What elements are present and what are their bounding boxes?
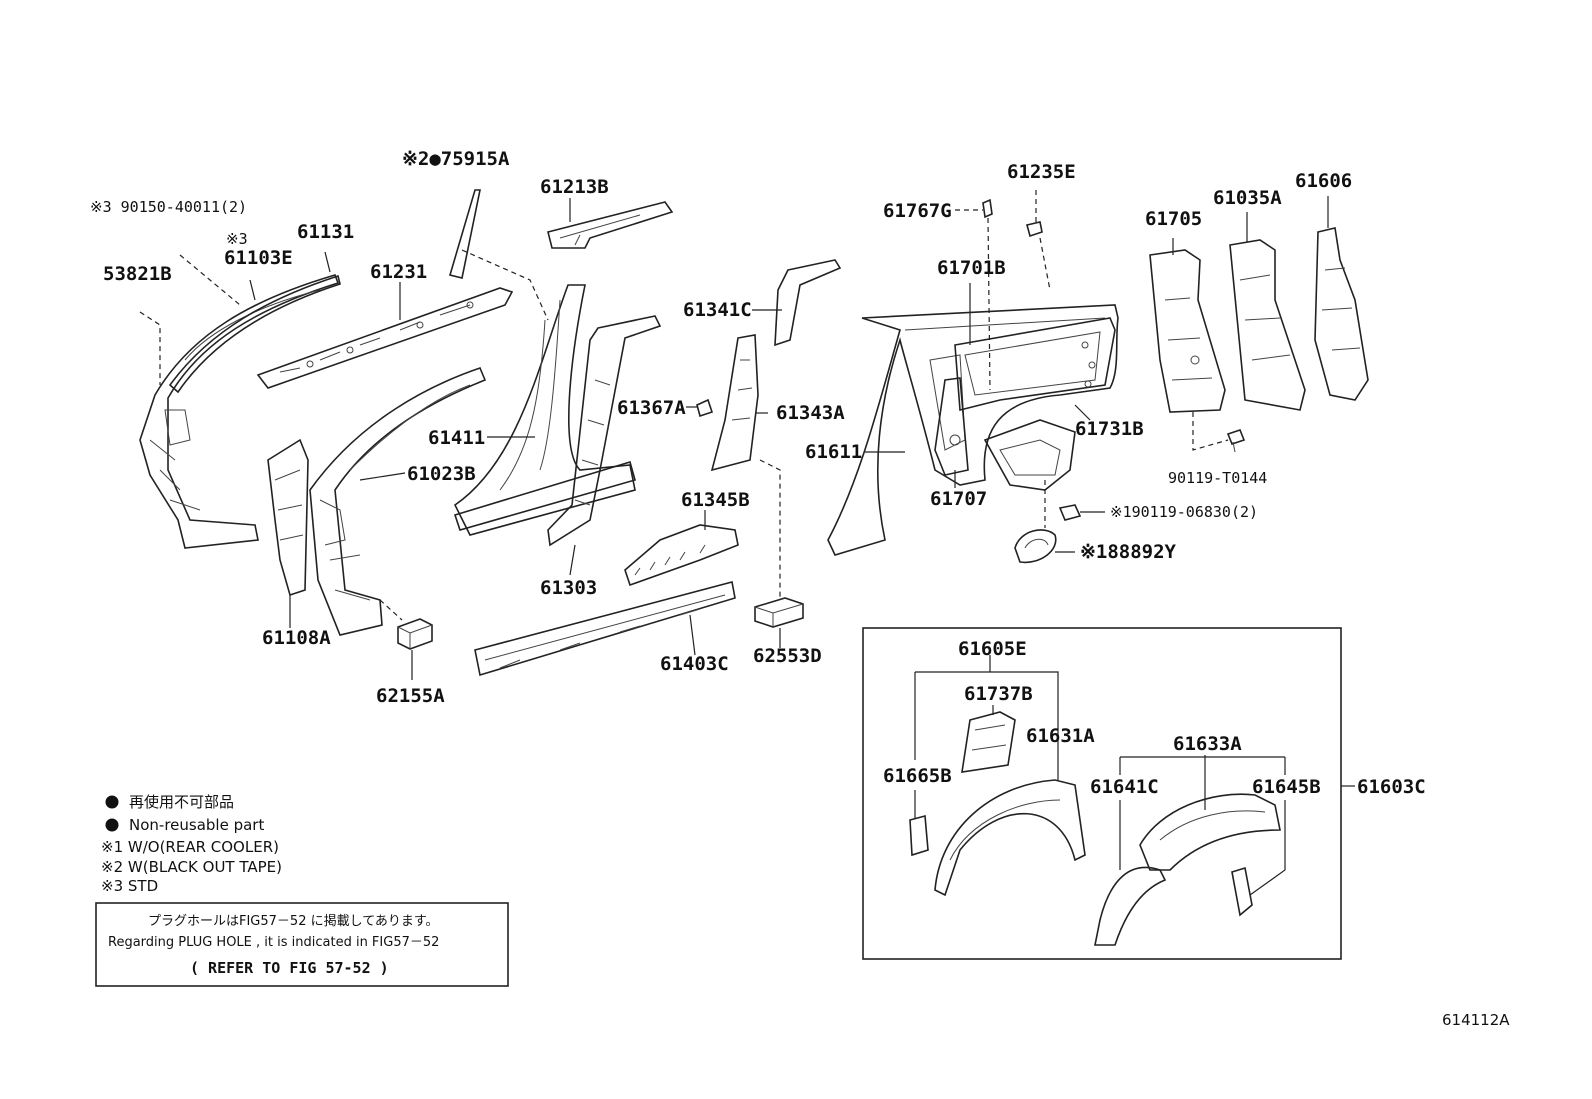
sill-upper-shape: [453, 460, 636, 531]
wheelhouse-gusset-shape: [1231, 866, 1253, 917]
label-61345b: 61345B: [681, 489, 750, 511]
label-88892y: ※188892Y: [1080, 541, 1177, 563]
front-pillar-inner-shape: [309, 367, 487, 636]
quarter-pillar-shape: [710, 334, 759, 472]
label-61737b: 61737B: [964, 683, 1033, 705]
label-61631a: 61631A: [1026, 725, 1095, 747]
label-61367a: 61367A: [617, 397, 686, 419]
inner-roof-rail-shape: [256, 287, 514, 389]
label-61303: 61303: [540, 577, 597, 599]
legend-note-1: ※1 W/O(REAR COOLER): [101, 838, 279, 856]
note-line-jp: プラグホールはFIG57－52 に掲載してあります。: [148, 913, 439, 929]
rocker-panel-shape: [474, 581, 736, 677]
label-61103e: 61103E: [224, 247, 293, 269]
back-pillar-inner-shape: [1314, 227, 1369, 401]
clip-61235e-shape: [1026, 221, 1043, 238]
black-out-tape-shape: [448, 189, 481, 279]
pillar-reinforcement-shape: [774, 259, 842, 347]
center-pillar-outer-shape: [453, 284, 636, 536]
silencer-block-shape: [397, 618, 433, 650]
label-61633a: 61633A: [1173, 733, 1242, 755]
rocker-reinforcement-shape: [624, 524, 739, 587]
wheelhouse-bracket-shape: [961, 711, 1016, 773]
roof-side-rail-shape: [168, 274, 341, 394]
label-61767g: 61767G: [883, 200, 952, 222]
legend-non-reusable-en: Non-reusable part: [129, 816, 264, 834]
note-refer: ( REFER TO FIG 57-52 ): [190, 959, 389, 977]
label-61131: 61131: [297, 221, 354, 243]
label-61701b: 61701B: [937, 257, 1006, 279]
label-61645b: 61645B: [1252, 776, 1321, 798]
label-61235e: 61235E: [1007, 161, 1076, 183]
roof-header-shape: [547, 201, 674, 249]
figure-id: 614112A: [1442, 1011, 1510, 1029]
bolt-90119-t0144-shape: [1226, 429, 1246, 453]
label-90150-40011: ※3 90150-40011(2): [90, 198, 247, 216]
label-61665b: 61665B: [883, 765, 952, 787]
label-61341c: 61341C: [683, 299, 752, 321]
label-61035a: 61035A: [1213, 187, 1282, 209]
legend-non-reusable-jp: 再使用不可部品: [129, 793, 234, 811]
label-62155a: 62155A: [376, 685, 445, 707]
wheelhouse-extension-shape: [909, 814, 929, 857]
legend: 再使用不可部品 Non-reusable part ※1 W/O(REAR CO…: [101, 793, 282, 895]
grommet-88892y-shape: [1014, 529, 1057, 564]
foam-block-shape: [754, 597, 804, 628]
hinge-pillar-shape: [267, 438, 309, 597]
label-61411: 61411: [428, 427, 485, 449]
note-line-en: Regarding PLUG HOLE , it is indicated in…: [108, 935, 439, 950]
legend-bullet-1: [105, 795, 119, 809]
label-61705: 61705: [1145, 208, 1202, 230]
label-61611: 61611: [805, 441, 862, 463]
label-53821b: 53821B: [103, 263, 172, 285]
quarter-lower-panel-shape: [983, 419, 1076, 491]
label-61731b: 61731B: [1075, 418, 1144, 440]
clip-61767g-shape: [982, 198, 993, 219]
legend-note-2: ※2 W(BLACK OUT TAPE): [101, 858, 282, 876]
label-61606: 61606: [1295, 170, 1352, 192]
back-pillar-shape: [1229, 239, 1306, 411]
label-62553d: 62553D: [753, 645, 822, 667]
small-bracket-shape: [696, 398, 714, 418]
label-61707: 61707: [930, 488, 987, 510]
center-pillar-inner-shape: [547, 315, 662, 547]
leader-lines: [139, 190, 1355, 896]
inset-box: [862, 627, 1342, 960]
label-61108a: 61108A: [262, 627, 331, 649]
inner-wheelhouse-shape: [1139, 793, 1281, 871]
label-61641c: 61641C: [1090, 776, 1159, 798]
note-frame: [95, 902, 509, 987]
label-90119-t0144: 90119-T0144: [1168, 469, 1267, 487]
wheelhouse-inner-front-shape: [1094, 866, 1167, 946]
label-61605e: 61605E: [958, 638, 1027, 660]
quarter-pillar-inner-shape: [934, 377, 969, 476]
label-61403c: 61403C: [660, 653, 729, 675]
wheelhouse-outer-shape: [934, 779, 1086, 897]
label-61343a: 61343A: [776, 402, 845, 424]
plug-hole-note: プラグホールはFIG57－52 に掲載してあります。 Regarding PLU…: [95, 902, 509, 987]
label-75915a: ※2●75915A: [402, 148, 510, 170]
back-panel-pillar-shape: [1149, 249, 1226, 413]
label-61603c: 61603C: [1357, 776, 1426, 798]
label-61023b: 61023B: [407, 463, 476, 485]
label-61231: 61231: [370, 261, 427, 283]
label-std-mark: ※3: [226, 230, 248, 248]
label-90119-06830: ※190119-06830(2): [1110, 503, 1258, 521]
legend-note-3: ※3 STD: [101, 877, 158, 895]
label-61213b: 61213B: [540, 176, 609, 198]
front-pillar-outer-shape: [139, 274, 340, 549]
quarter-inner-panel-shape: [954, 317, 1116, 412]
bolt-90119-06830-shape: [1058, 504, 1082, 521]
legend-bullet-2: [105, 818, 119, 832]
